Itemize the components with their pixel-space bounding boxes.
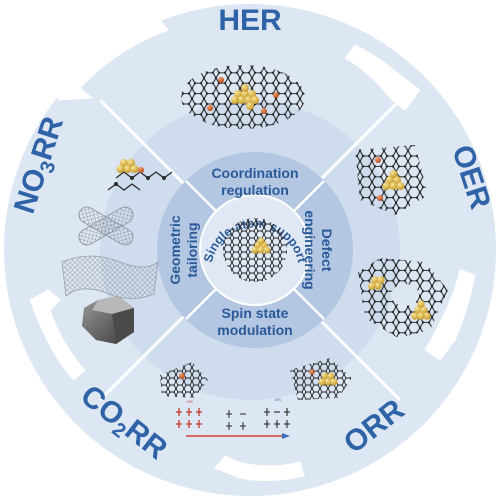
strategy-bottom-line1: Spin state — [222, 305, 289, 321]
oer-clusters-bottom — [368, 276, 431, 320]
svg-text:Defect: Defect — [319, 229, 335, 272]
no3rr-chain — [107, 159, 173, 191]
strategy-top-line1: Coordination — [211, 165, 298, 181]
no3rr-nanotubes — [78, 206, 134, 246]
strategy-left: Geometric tailoring — [167, 215, 200, 284]
spin-diagram: HS MS — [176, 397, 290, 439]
oer-defect-hole — [391, 284, 419, 306]
strategy-bottom-line2: modulation — [217, 322, 292, 338]
center-cluster — [251, 237, 271, 254]
svg-text:tailoring: tailoring — [184, 222, 200, 277]
orr-single-atom — [179, 373, 185, 379]
no3rr-polyhedron — [82, 296, 134, 344]
cycle-arrows — [29, 19, 476, 482]
her-single-atoms — [207, 77, 279, 114]
strategy-top-line2: regulation — [221, 182, 289, 198]
svg-text:Geometric: Geometric — [167, 215, 183, 284]
her-cluster — [231, 84, 259, 110]
svg-text:MS: MS — [275, 397, 281, 402]
orr-cluster — [309, 369, 338, 386]
no3rr-graphene-sheet — [61, 255, 159, 299]
svg-text:HS: HS — [187, 399, 193, 404]
oer-cluster-top — [375, 157, 405, 201]
her-label: HER — [218, 4, 282, 37]
strategy-right: Defect engineering — [302, 210, 335, 289]
svg-text:engineering: engineering — [302, 210, 318, 289]
